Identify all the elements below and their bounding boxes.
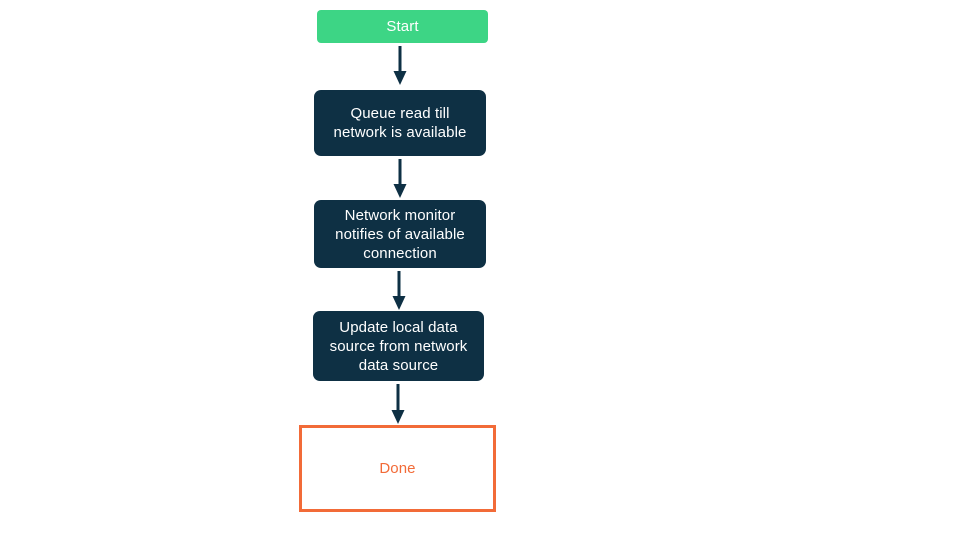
node-update-local[interactable]: Update local data source from network da… [313, 311, 484, 381]
node-update-local-label: Update local data source from network da… [329, 318, 468, 374]
arrow-queue-read-to-network-monitor [391, 159, 409, 199]
node-network-monitor-label: Network monitor notifies of available co… [335, 206, 465, 262]
node-network-monitor[interactable]: Network monitor notifies of available co… [314, 200, 486, 268]
node-start[interactable]: Start [317, 10, 488, 43]
node-start-label: Start [386, 18, 419, 35]
arrow-update-local-to-done [389, 384, 407, 424]
arrow-start-to-queue-read [391, 46, 409, 86]
node-done[interactable]: Done [299, 425, 496, 512]
node-done-label: Done [379, 460, 416, 477]
node-queue-read-label: Queue read till network is available [333, 105, 467, 141]
node-queue-read[interactable]: Queue read till network is available [314, 90, 486, 156]
arrow-network-monitor-to-update-local [390, 271, 408, 311]
